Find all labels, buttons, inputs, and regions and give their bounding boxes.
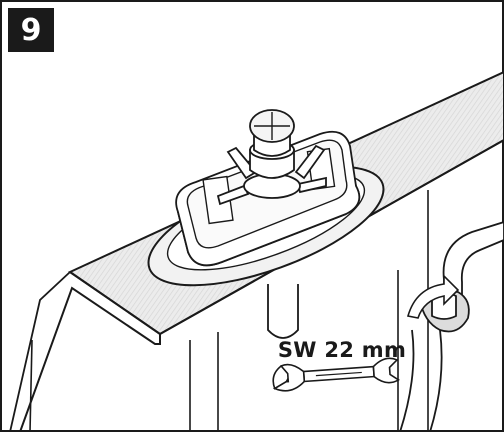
fill-valve (216, 109, 327, 206)
open-end-wrench-icon (272, 357, 400, 392)
step-number-badge: 9 (8, 8, 54, 52)
rotation-arrow (406, 274, 460, 319)
cistern-body (29, 190, 429, 433)
wrench-size-label: SW 22 mm (277, 338, 407, 362)
supply-hose (399, 221, 504, 433)
flush-pipe (267, 284, 299, 339)
